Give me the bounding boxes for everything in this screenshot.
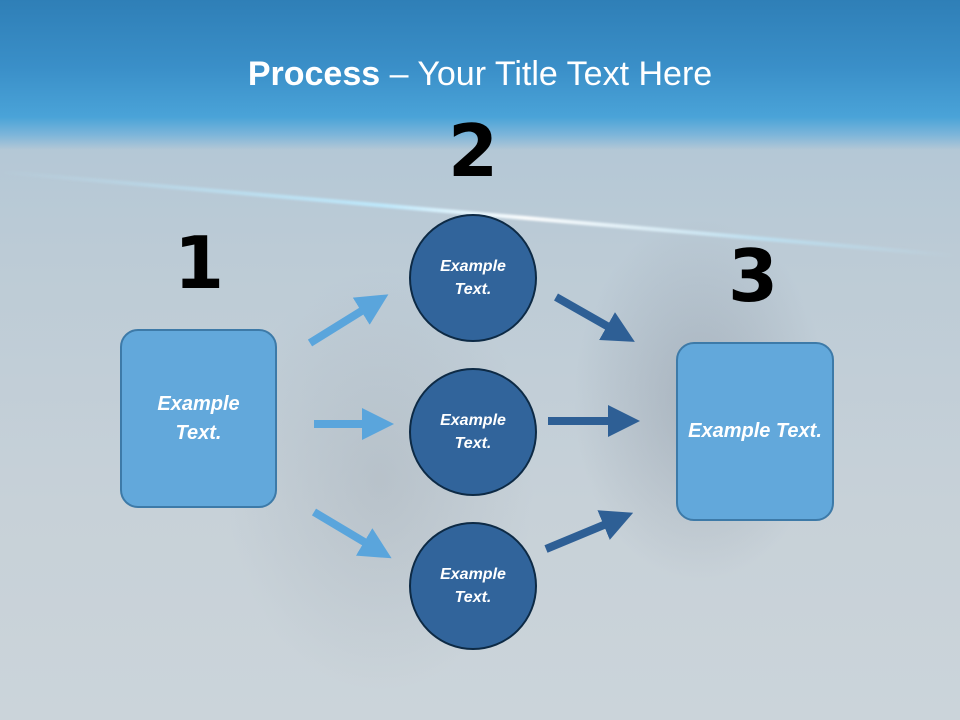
circle-middle-text: Example Text. bbox=[440, 412, 506, 452]
step-number-3: 3 bbox=[727, 234, 779, 318]
left-box-text: Example Text. bbox=[157, 392, 240, 444]
right-text-box: Example Text. bbox=[676, 342, 834, 521]
step-number-2: 2 bbox=[447, 109, 499, 193]
arrow-top-to-right bbox=[554, 293, 635, 342]
title-bar bbox=[0, 0, 960, 150]
title-bold: Process bbox=[247, 55, 381, 93]
arrow-left-to-bottom bbox=[311, 508, 392, 559]
circle-bottom: Example Text. bbox=[409, 522, 537, 650]
circle-bottom-text: Example Text. bbox=[440, 566, 506, 606]
slide-title: Process – Your Title Text Here bbox=[0, 52, 960, 96]
title-rest: – Your Title Text Here bbox=[380, 55, 713, 93]
right-box-text: Example Text. bbox=[688, 420, 822, 442]
arrow-bottom-to-right bbox=[544, 510, 634, 553]
left-text-box: Example Text. bbox=[120, 329, 277, 508]
step-number-1: 1 bbox=[173, 221, 225, 305]
circle-middle: Example Text. bbox=[409, 368, 537, 496]
circle-top: Example Text. bbox=[409, 214, 537, 342]
circle-top-text: Example Text. bbox=[440, 258, 506, 298]
arrow-left-to-top bbox=[307, 294, 389, 347]
